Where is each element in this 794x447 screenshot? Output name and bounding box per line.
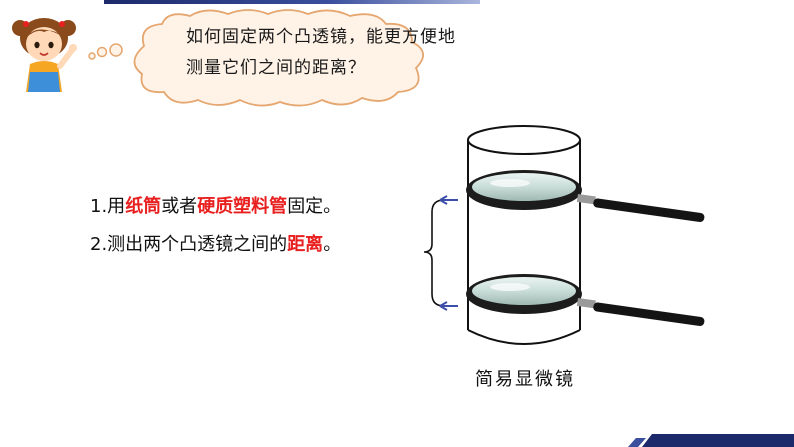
step-2-suffix: 。	[323, 234, 342, 255]
upper-lens-icon	[466, 170, 705, 222]
microscope-caption: 简易显微镜	[475, 369, 575, 390]
lower-lens-icon	[466, 274, 705, 326]
arrow-lower-icon	[439, 301, 458, 311]
step-2-prefix: 2.测出两个凸透镜之间的	[90, 234, 288, 255]
step-1-highlight-1: 纸筒	[125, 196, 162, 217]
thought-bubble	[88, 9, 424, 107]
step-1-suffix: 固定。	[287, 196, 342, 217]
step-1-mid: 或者	[161, 196, 198, 217]
bubble-line-1: 如何固定两个凸透镜，能更方便地	[186, 27, 456, 47]
step-1-highlight-2: 硬质塑料管	[197, 196, 288, 217]
curly-brace	[423, 199, 445, 307]
bubble-line-2: 测量它们之间的距离？	[186, 58, 366, 78]
top-accent-bar	[104, 0, 480, 4]
step-2: 2.测出两个凸透镜之间的距离。	[90, 226, 341, 264]
simple-microscope-illustration	[466, 125, 705, 345]
step-2-highlight-1: 距离	[287, 234, 324, 255]
steps-list: 1.用纸筒或者硬质塑料管固定。 2.测出两个凸透镜之间的距离。	[90, 188, 341, 264]
bottom-accent-decoration	[628, 434, 794, 447]
step-1-prefix: 1.用	[90, 196, 126, 217]
bubble-question: 如何固定两个凸透镜，能更方便地 测量它们之间的距离？	[186, 22, 456, 84]
girl-illustration-icon	[12, 18, 77, 92]
tube-icon	[467, 125, 581, 345]
arrow-upper-icon	[439, 195, 458, 205]
bracket-arrows	[423, 195, 458, 311]
step-1: 1.用纸筒或者硬质塑料管固定。	[90, 188, 341, 226]
